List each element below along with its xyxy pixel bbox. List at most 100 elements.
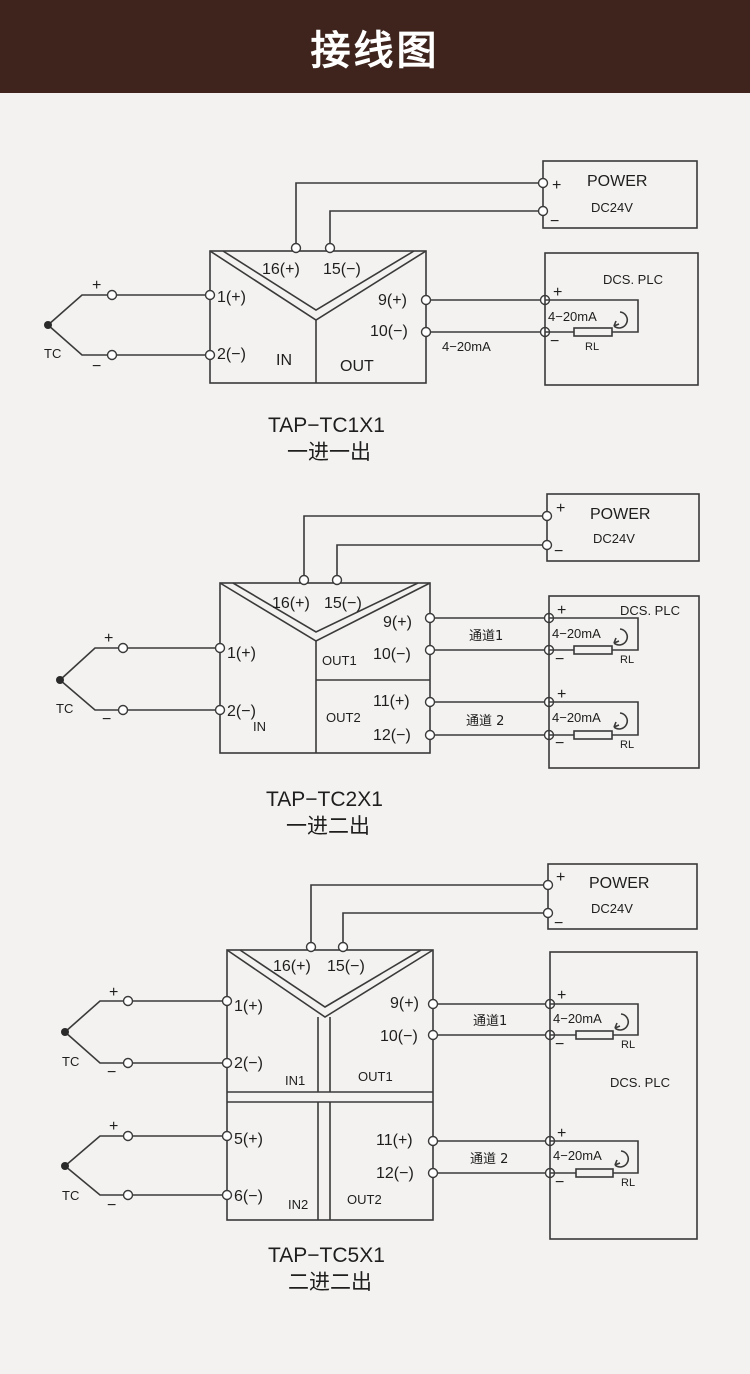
terminal-5: 5(+) [234, 1131, 263, 1148]
terminal-11: 11(+) [376, 1132, 413, 1149]
dcs-minus-1: − [555, 1036, 564, 1053]
model-caption: TAP−TC5X1 [268, 1244, 385, 1267]
model-caption: TAP−TC1X1 [268, 414, 385, 437]
tc1-plus: + [109, 984, 118, 1001]
power-label: POWER [587, 173, 647, 190]
diagram-tc2x1: POWER DC24V + − 16(+) 15(−) 1(+) 2(−) IN… [56, 493, 700, 838]
tc2-label: TC [62, 1188, 79, 1203]
out1-label: OUT1 [322, 653, 357, 668]
diagram-tc1x1: POWER DC24V + − 16(+) 15(−) 1(+) 2(−) IN… [44, 160, 699, 464]
current-label-2: 4−20mA [553, 1148, 602, 1163]
in1-label: IN1 [285, 1073, 305, 1088]
dcs-box [549, 951, 698, 1240]
page-title: 接线图 [310, 27, 440, 74]
power-plus: + [556, 869, 565, 886]
model-desc: 一进二出 [286, 814, 370, 838]
terminal-9: 9(+) [383, 614, 412, 631]
out2-label: OUT2 [326, 710, 361, 725]
wiring-diagrams: POWER DC24V + − 16(+) 15(−) 1(+) 2(−) IN… [44, 160, 700, 1294]
terminal-6: 6(−) [234, 1188, 263, 1205]
terminal-15: 15(−) [324, 595, 362, 612]
terminal-9: 9(+) [390, 995, 419, 1012]
dcs-label: DCS. PLC [610, 1075, 670, 1090]
line-4-20ma: 4−20mA [442, 339, 491, 354]
terminal-2: 2(−) [227, 703, 256, 720]
terminal-2: 2(−) [234, 1055, 263, 1072]
rl-label-1: RL [620, 654, 634, 666]
terminal-10: 10(−) [370, 323, 408, 340]
rl-label-2: RL [621, 1177, 635, 1189]
terminal-16: 16(+) [273, 958, 311, 975]
tc1-label: TC [62, 1054, 79, 1069]
tc-plus: + [92, 277, 101, 294]
dcs-minus-2: − [555, 1174, 564, 1191]
diagram-tc5x1: POWER DC24V + − 16(+) 15(−) 1(+) 2(−) IN… [61, 863, 698, 1294]
terminal-2: 2(−) [217, 346, 246, 363]
in-label: IN [253, 719, 266, 734]
rl-label: RL [585, 341, 599, 353]
dc24v-label: DC24V [591, 901, 633, 916]
tc-label: TC [56, 701, 73, 716]
model-desc: 二进二出 [288, 1270, 372, 1294]
terminal-16: 16(+) [262, 261, 300, 278]
dcs-label: DCS. PLC [603, 272, 663, 287]
current-label: 4−20mA [548, 309, 597, 324]
terminal-10: 10(−) [373, 646, 411, 663]
power-label: POWER [589, 875, 649, 892]
tc-minus: − [92, 358, 101, 375]
out1-label: OUT1 [358, 1069, 393, 1084]
terminal-1: 1(+) [234, 998, 263, 1015]
rl-label-1: RL [621, 1039, 635, 1051]
dcs-box [544, 252, 699, 386]
tc2-minus: − [107, 1197, 116, 1214]
page-header: 接线图 [0, 0, 750, 93]
terminal-12: 12(−) [373, 727, 411, 744]
power-minus: − [550, 213, 559, 230]
tc2-plus: + [109, 1118, 118, 1135]
dcs-plus-1: + [557, 987, 566, 1004]
module-box [209, 250, 427, 384]
terminal-15: 15(−) [327, 958, 365, 975]
power-box [546, 493, 700, 562]
in-label: IN [276, 352, 292, 369]
channel-1-label: 通道1 [473, 1014, 507, 1029]
dcs-label: DCS. PLC [620, 603, 680, 618]
dc24v-label: DC24V [593, 531, 635, 546]
power-plus: + [552, 177, 561, 194]
dc24v-label: DC24V [591, 200, 633, 215]
terminal-11: 11(+) [373, 693, 410, 710]
tc-minus: − [102, 711, 111, 728]
dcs-minus-1: − [555, 651, 564, 668]
dcs-box [548, 595, 700, 769]
power-minus: − [554, 915, 563, 932]
terminal-1: 1(+) [227, 645, 256, 662]
terminal-12: 12(−) [376, 1165, 414, 1182]
tc-label: TC [44, 346, 61, 361]
terminal-16: 16(+) [272, 595, 310, 612]
model-caption: TAP−TC2X1 [266, 788, 383, 811]
tc-plus: + [104, 630, 113, 647]
dcs-plus-2: + [557, 1125, 566, 1142]
dcs-plus: + [553, 284, 562, 301]
terminal-1: 1(+) [217, 289, 246, 306]
dcs-plus-2: + [557, 686, 566, 703]
tc1-minus: − [107, 1064, 116, 1081]
current-label-1: 4−20mA [552, 626, 601, 641]
terminal-10: 10(−) [380, 1028, 418, 1045]
out-label: OUT [340, 358, 374, 375]
dcs-minus-2: − [555, 735, 564, 752]
model-desc: 一进一出 [287, 440, 371, 464]
channel-1-label: 通道1 [469, 629, 503, 644]
channel-2-label: 通道 2 [466, 714, 504, 729]
power-plus: + [556, 500, 565, 517]
out2-label: OUT2 [347, 1192, 382, 1207]
module-box [219, 582, 431, 754]
terminal-9: 9(+) [378, 292, 407, 309]
current-label-1: 4−20mA [553, 1011, 602, 1026]
rl-label-2: RL [620, 739, 634, 751]
terminal-15: 15(−) [323, 261, 361, 278]
channel-2-label: 通道 2 [470, 1152, 508, 1167]
current-label-2: 4−20mA [552, 710, 601, 725]
power-box [542, 160, 698, 229]
dcs-minus: − [550, 333, 559, 350]
